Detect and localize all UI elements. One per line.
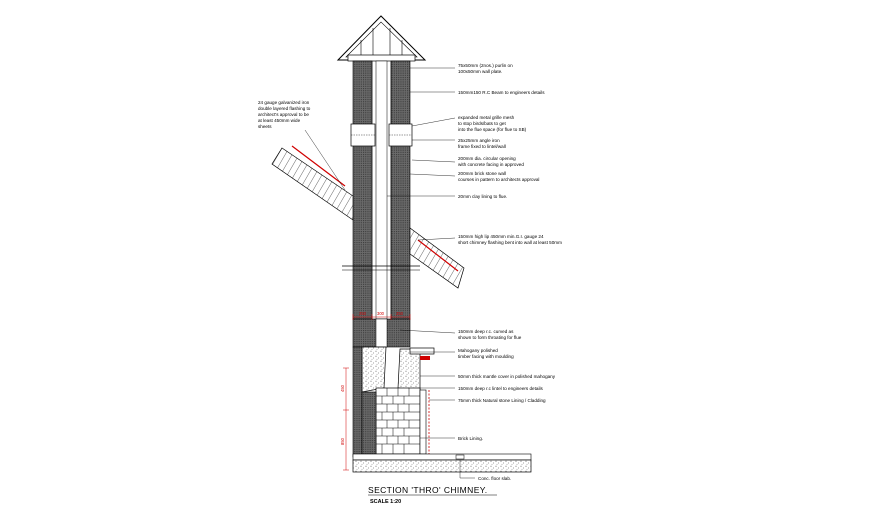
annotation-text: expanded metal grille mesh to stop birds… — [458, 115, 527, 132]
annotation-text: 200mm brick stone wall courses in patter… — [458, 171, 539, 182]
annotation-text: 150mm deep r.c lintel to engineers detai… — [458, 386, 543, 391]
floor-marker-line — [342, 265, 420, 271]
annotation-text: 150mm high lip 450mm min.G.I. gauge 24 s… — [458, 234, 562, 245]
annotation-text: Brick Lining. — [458, 436, 483, 441]
leader-lines — [304, 67, 475, 479]
annotation-text: 50mm thick mantle cover in polished maho… — [458, 374, 556, 379]
brick-lining — [375, 387, 421, 455]
annotations-right: 75x50mm (2nos.) purlin on 100x50mm wall … — [458, 63, 562, 481]
dimension-label: 250 — [359, 311, 367, 316]
chimney-cap — [336, 15, 427, 62]
annotation-text: 200mm dia. circular opening with concret… — [458, 156, 524, 167]
drawing-title: SECTION 'THRO' CHIMNEY. — [368, 485, 488, 495]
annotation-text: Conc. floor slab. — [478, 476, 511, 481]
annotation-text: Mahogany polished timber facing with mou… — [458, 348, 514, 359]
dimension-label: 450 — [340, 384, 345, 392]
annotation-left-flashing: 24 gauge galvanized iron double layered … — [258, 100, 312, 129]
drawing-scale: SCALE 1:20 — [370, 499, 401, 505]
dimension-label: 850 — [340, 437, 345, 445]
dimension-label: 250 — [396, 311, 404, 316]
fireplace-section — [352, 318, 532, 473]
annotation-text: 150mm deep r.c. curved as shown to form … — [458, 329, 522, 340]
annotation-text: 20mm clay lining to flue. — [458, 194, 507, 199]
annotation-text: 25x25mm angle iron frame fixed to lintel… — [458, 138, 506, 149]
annotation-text: 75x50mm (2nos.) purlin on 100x50mm wall … — [458, 63, 514, 74]
annotation-text: 150mm150 R.C Beam to engineers details — [458, 90, 545, 95]
roof-slope-left — [271, 145, 354, 221]
annotation-text: 75mm thick Natural stone Lining / Claddi… — [458, 398, 546, 403]
dimension-label: 300 — [377, 311, 385, 316]
chimney-stack — [350, 60, 413, 320]
roof-slope-right — [409, 227, 465, 289]
dimension-lines — [343, 314, 411, 471]
